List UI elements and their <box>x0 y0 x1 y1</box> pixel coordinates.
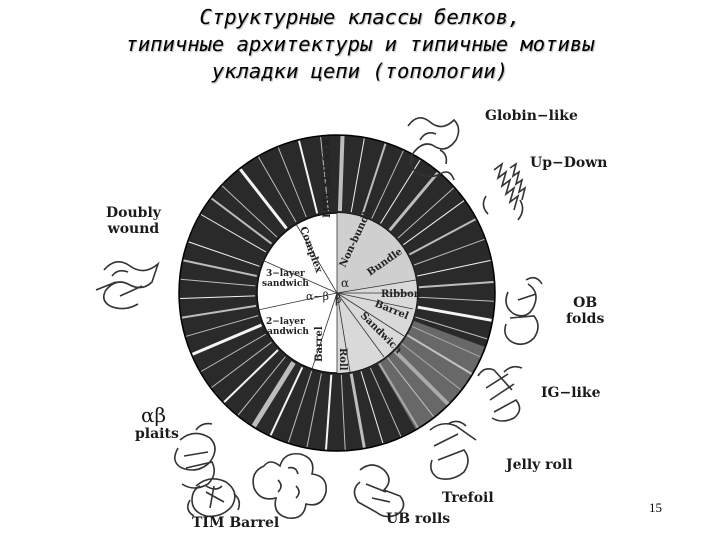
topology-ub-rolls-label: UB rolls <box>386 511 451 527</box>
ring-stripe <box>320 136 329 212</box>
arch-roll-label: Roll <box>337 348 348 371</box>
beta-sector <box>337 280 418 374</box>
updown-structure-icon <box>482 161 527 221</box>
ring-stripe <box>413 238 485 266</box>
ring-stripe <box>403 200 465 246</box>
topology-doubly-wound-label: Doubly wound <box>106 205 161 237</box>
ring-stripe <box>210 197 273 245</box>
class-alpha-label: α <box>341 276 349 290</box>
alpha-beta-plait-structure-icon <box>174 422 223 490</box>
globin-structure-icon <box>407 117 460 181</box>
ring-stripe <box>415 316 488 340</box>
ring-stripe <box>306 373 322 448</box>
ring-stripe <box>325 374 333 450</box>
ring-stripe <box>288 370 313 443</box>
topology-trefoil-label: Trefoil <box>442 490 494 506</box>
ring-stripe <box>337 136 345 212</box>
slide-number: 15 <box>649 500 662 515</box>
ring-stripe <box>298 140 319 214</box>
ring-stripe <box>418 281 494 289</box>
ring-stripe <box>237 356 286 416</box>
ring-stripe <box>180 295 256 299</box>
title-line-2: типичные архитектуры и типичные мотивы <box>125 32 595 56</box>
title-line-1: Структурные классы белков, <box>199 5 521 29</box>
ring-stripe <box>349 373 366 448</box>
protein-sketches <box>95 117 543 520</box>
ring-stripe <box>371 150 404 219</box>
doubly-wound-line2: wound <box>107 221 160 237</box>
ring-stripe <box>200 214 267 253</box>
ring-stripe <box>180 278 256 287</box>
ring-stripes <box>180 136 494 450</box>
trefoil-structure-icon <box>252 452 328 520</box>
tim-barrel-structure-icon <box>186 478 241 518</box>
ring-stripe <box>239 168 288 230</box>
ob-folds-line2: folds <box>566 311 605 327</box>
ring-stripe <box>269 366 304 436</box>
ring-stripe <box>417 259 491 277</box>
ring-stripe <box>181 304 257 319</box>
ring-stripe <box>397 187 455 239</box>
ring-stripe <box>340 374 346 450</box>
ring-stripe <box>417 305 492 322</box>
ig-like-structure-icon <box>477 365 523 422</box>
ob-folds-line1: OB <box>573 295 598 311</box>
ring-stripe <box>185 315 259 337</box>
ring-light-sector <box>378 321 485 429</box>
ring-stripe <box>191 323 263 356</box>
topology-ab-plaits-label: αβ plaits <box>135 404 179 442</box>
class-alpha-beta-label: α−β <box>306 290 329 303</box>
ring-stripe <box>350 138 365 213</box>
ring-stripe <box>360 371 384 444</box>
ring-stripe <box>223 349 279 403</box>
ring-stripe <box>221 185 278 238</box>
title-line-3: укладки цепи (топологии) <box>211 59 509 83</box>
topology-jelly-roll-label: Jelly roll <box>506 457 573 473</box>
arch-low-sec-label: LOW SEC STR <box>322 138 333 218</box>
ring-stripe <box>200 333 267 372</box>
ring-stripe <box>251 361 296 428</box>
ring-stripe <box>211 341 272 388</box>
alpha-sector <box>337 212 416 293</box>
ring-stripe <box>408 218 477 256</box>
ring-stripe <box>258 156 297 223</box>
arch-ribbon-label: Ribbon <box>381 289 422 300</box>
ring-stripe <box>183 259 258 277</box>
slide-title: Структурные классы белков, типичные архи… <box>0 4 720 85</box>
jelly-roll-structure-icon <box>429 420 477 480</box>
ob-fold-structure-icon <box>504 276 543 346</box>
ab-plaits-line1: αβ <box>141 403 167 427</box>
topology-updown-label: Up−Down <box>530 155 608 171</box>
ring-stripe <box>418 296 494 302</box>
topology-ig-like-label: IG−like <box>541 385 601 401</box>
class-beta-label: β <box>335 293 341 306</box>
ub-roll-structure-icon <box>353 464 405 518</box>
ab-plaits-line2: plaits <box>135 426 179 442</box>
ring-stripe <box>188 241 260 267</box>
doubly-wound-structure-icon <box>95 261 160 310</box>
topology-tim-barrel-label: TIM Barrel <box>192 515 280 531</box>
arch-barrel-beta-label: Barrel <box>314 326 325 362</box>
ring-stripe <box>361 143 387 216</box>
topology-ob-folds-label: OB folds <box>566 295 604 327</box>
ring-stripe <box>277 147 307 218</box>
ring-stripe <box>388 171 440 232</box>
ring-stripe <box>369 367 402 437</box>
doubly-wound-line1: Doubly <box>106 205 161 221</box>
sector-dividers <box>257 213 417 373</box>
topology-globin-label: Globin−like <box>485 108 578 124</box>
